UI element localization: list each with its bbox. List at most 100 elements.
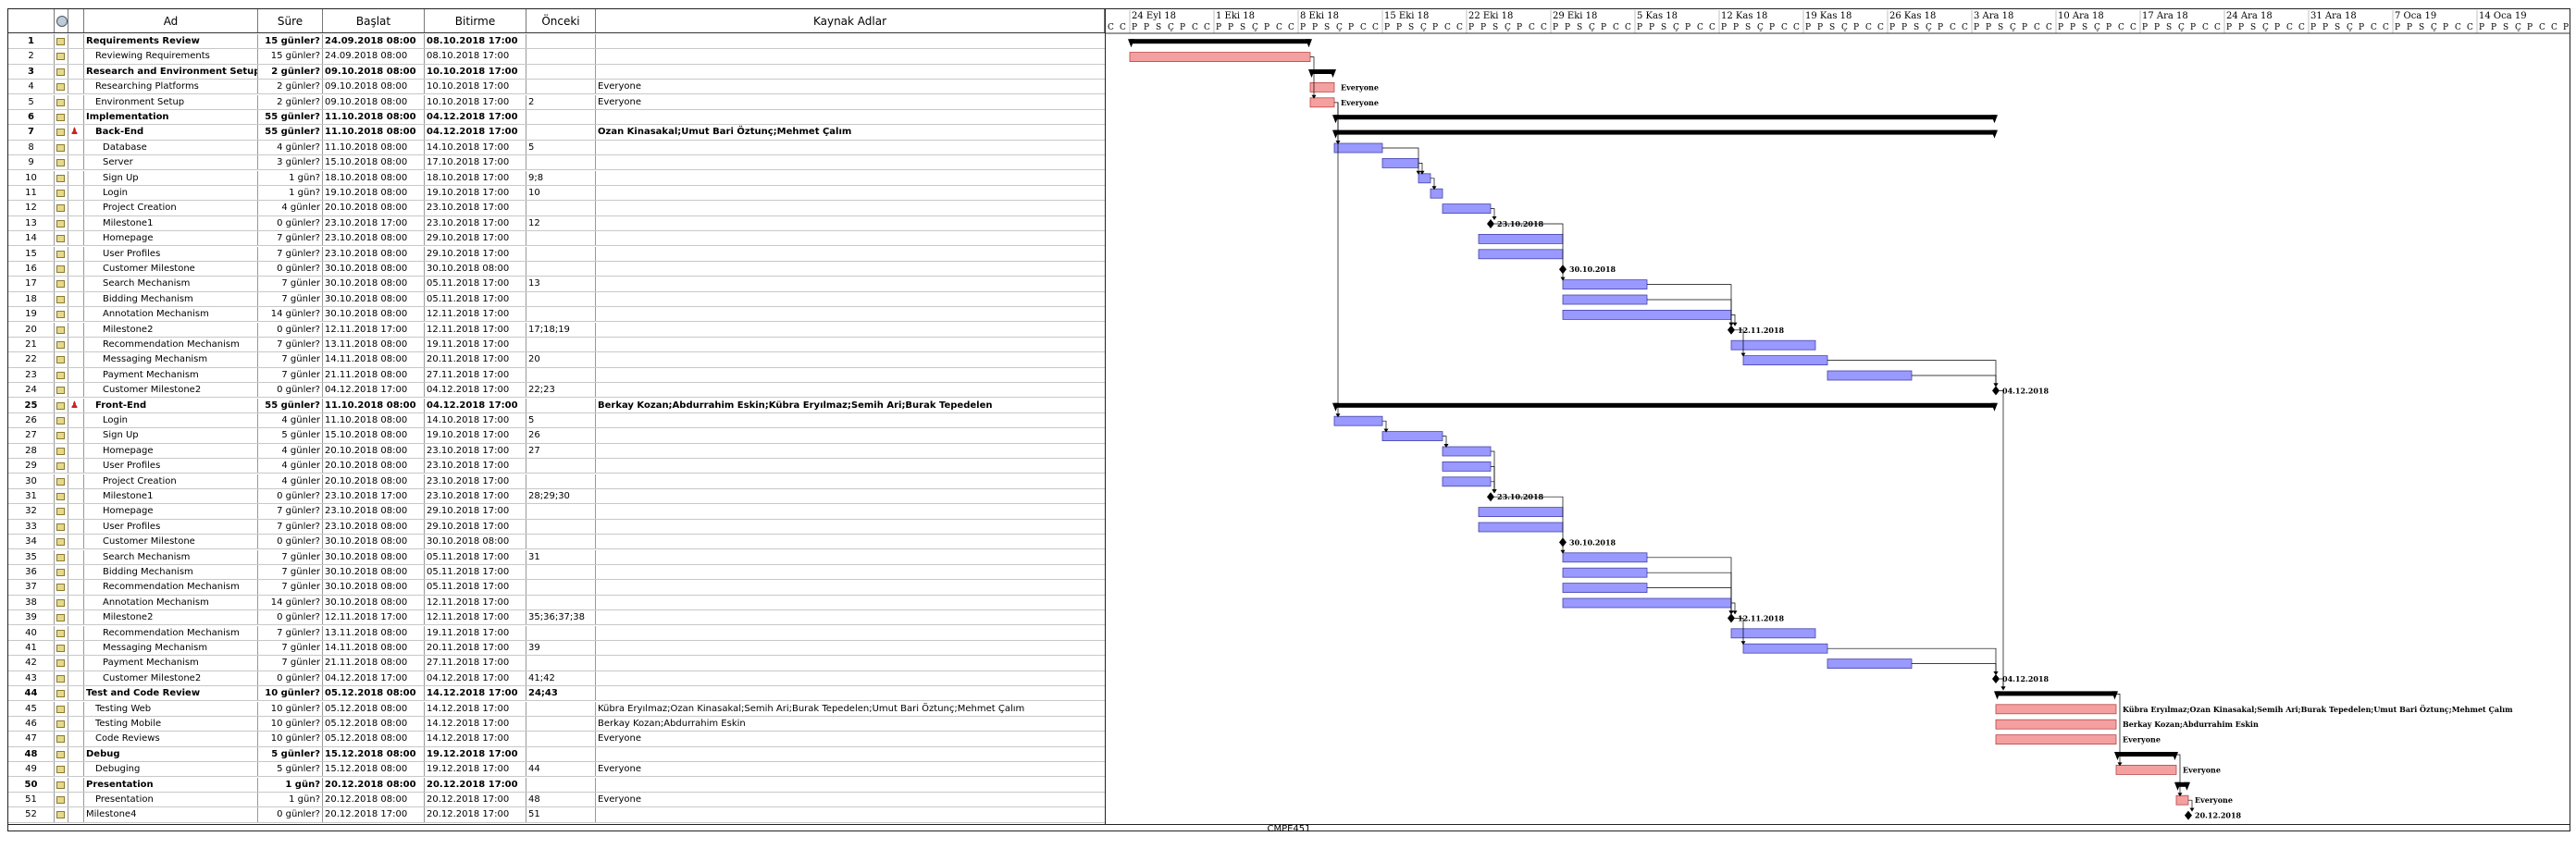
- row-id[interactable]: 12: [8, 201, 55, 215]
- task-predecessors[interactable]: 41;42: [526, 671, 596, 686]
- row-id[interactable]: 6: [8, 110, 55, 125]
- row-id[interactable]: 32: [8, 504, 55, 519]
- row-id[interactable]: 41: [8, 641, 55, 656]
- task-predecessors[interactable]: [526, 125, 596, 140]
- task-duration[interactable]: 5 günler?: [258, 762, 323, 777]
- task-start[interactable]: 11.10.2018 08:00: [323, 398, 425, 412]
- row-id[interactable]: 23: [8, 367, 55, 383]
- task-resources[interactable]: Berkay Kozan;Abdurrahim Eskin;Kübra Eryı…: [598, 400, 993, 411]
- task-resources[interactable]: [596, 459, 1105, 473]
- task-resources[interactable]: [596, 596, 1105, 609]
- row-id[interactable]: 25: [8, 398, 55, 412]
- task-name[interactable]: Bidding Mechanism: [84, 565, 258, 580]
- task-duration[interactable]: 55 günler?: [258, 110, 323, 125]
- task-predecessors[interactable]: [526, 49, 596, 64]
- task-duration[interactable]: 0 günler?: [258, 671, 323, 686]
- task-finish[interactable]: 05.11.2018 17:00: [425, 277, 526, 291]
- row-id[interactable]: 38: [8, 595, 55, 610]
- task-finish[interactable]: 19.10.2018 17:00: [425, 428, 526, 443]
- header-info-icon[interactable]: [55, 9, 68, 32]
- row-id[interactable]: 2: [8, 49, 55, 64]
- task-finish[interactable]: 19.10.2018 17:00: [425, 186, 526, 201]
- task-finish[interactable]: 19.11.2018 17:00: [425, 338, 526, 352]
- task-resources[interactable]: [596, 368, 1105, 382]
- task-predecessors[interactable]: 20: [526, 352, 596, 367]
- row-id[interactable]: 1: [8, 34, 55, 49]
- task-resources[interactable]: [596, 671, 1105, 685]
- task-finish[interactable]: 29.10.2018 17:00: [425, 231, 526, 246]
- task-predecessors[interactable]: [526, 519, 596, 535]
- row-id[interactable]: 11: [8, 186, 55, 201]
- row-id[interactable]: 45: [8, 701, 55, 716]
- task-predecessors[interactable]: [526, 459, 596, 474]
- task-finish[interactable]: 10.10.2018 17:00: [425, 94, 526, 109]
- task-duration[interactable]: 0 günler?: [258, 535, 323, 549]
- task-duration[interactable]: 7 günler: [258, 549, 323, 564]
- task-name[interactable]: Debug: [84, 746, 258, 762]
- task-duration[interactable]: 10 günler?: [258, 717, 323, 732]
- task-finish[interactable]: 20.12.2018 17:00: [425, 807, 526, 822]
- task-start[interactable]: 04.12.2018 17:00: [323, 671, 425, 686]
- task-predecessors[interactable]: 35;36;37;38: [526, 610, 596, 625]
- row-id[interactable]: 17: [8, 277, 55, 291]
- task-name[interactable]: Presentation: [84, 777, 258, 792]
- task-predecessors[interactable]: [526, 595, 596, 610]
- task-start[interactable]: 30.10.2018 08:00: [323, 291, 425, 307]
- task-start[interactable]: 05.12.2018 08:00: [323, 701, 425, 716]
- task-start[interactable]: 20.10.2018 08:00: [323, 443, 425, 459]
- row-id[interactable]: 3: [8, 64, 55, 80]
- task-duration[interactable]: 15 günler?: [258, 49, 323, 64]
- task-start[interactable]: 21.11.2018 08:00: [323, 656, 425, 671]
- task-resources[interactable]: Everyone: [598, 764, 642, 775]
- task-duration[interactable]: 0 günler?: [258, 262, 323, 277]
- task-start[interactable]: 11.10.2018 08:00: [323, 140, 425, 155]
- row-id[interactable]: 30: [8, 474, 55, 488]
- task-predecessors[interactable]: [526, 717, 596, 732]
- task-predecessors[interactable]: [526, 246, 596, 261]
- task-predecessors[interactable]: [526, 367, 596, 383]
- task-resources[interactable]: [596, 535, 1105, 548]
- task-resources[interactable]: [596, 171, 1105, 185]
- task-name[interactable]: Milestone2: [84, 322, 258, 337]
- task-name[interactable]: Debuging: [84, 762, 258, 777]
- task-resources[interactable]: [596, 550, 1105, 564]
- task-finish[interactable]: 18.10.2018 17:00: [425, 170, 526, 185]
- task-name[interactable]: Recommendation Mechanism: [84, 338, 258, 352]
- task-predecessors[interactable]: [526, 580, 596, 595]
- task-finish[interactable]: 14.12.2018 17:00: [425, 717, 526, 732]
- task-predecessors[interactable]: 24;43: [526, 686, 596, 701]
- task-start[interactable]: 14.11.2018 08:00: [323, 352, 425, 367]
- task-duration[interactable]: 7 günler?: [258, 519, 323, 535]
- task-predecessors[interactable]: 22;23: [526, 383, 596, 398]
- task-finish[interactable]: 20.12.2018 17:00: [425, 777, 526, 792]
- task-finish[interactable]: 27.11.2018 17:00: [425, 367, 526, 383]
- task-duration[interactable]: 4 günler?: [258, 140, 323, 155]
- task-finish[interactable]: 04.12.2018 17:00: [425, 110, 526, 125]
- row-id[interactable]: 52: [8, 807, 55, 822]
- row-id[interactable]: 48: [8, 746, 55, 762]
- task-resources[interactable]: [596, 489, 1105, 503]
- row-id[interactable]: 27: [8, 428, 55, 443]
- task-start[interactable]: 12.11.2018 17:00: [323, 610, 425, 625]
- task-duration[interactable]: 10 günler?: [258, 686, 323, 701]
- task-finish[interactable]: 12.11.2018 17:00: [425, 595, 526, 610]
- task-resources[interactable]: [596, 778, 1105, 792]
- task-predecessors[interactable]: 28;29;30: [526, 489, 596, 504]
- row-id[interactable]: 35: [8, 549, 55, 564]
- task-start[interactable]: 14.11.2018 08:00: [323, 641, 425, 656]
- task-predecessors[interactable]: [526, 231, 596, 246]
- task-start[interactable]: 30.10.2018 08:00: [323, 535, 425, 549]
- task-resources[interactable]: [596, 428, 1105, 442]
